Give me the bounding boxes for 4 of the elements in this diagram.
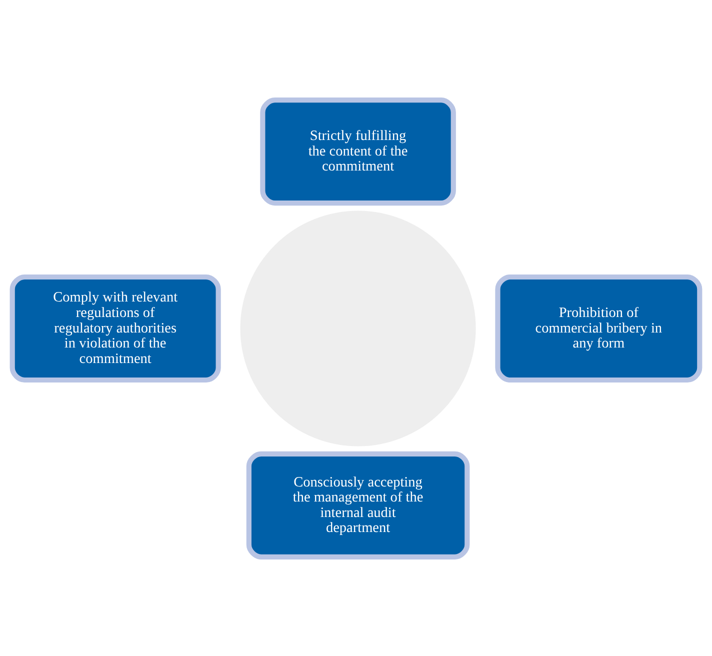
node-box: Consciously accepting the management of the internal audit department xyxy=(246,450,470,559)
node-box: Prohibition of commercial bribery in any form xyxy=(495,274,702,382)
node-box: Strictly fulfilling the content of the commitment xyxy=(260,97,456,206)
node-box: Comply with relevant regulations of regulatory authorities in violation of the commitment xyxy=(10,274,221,382)
